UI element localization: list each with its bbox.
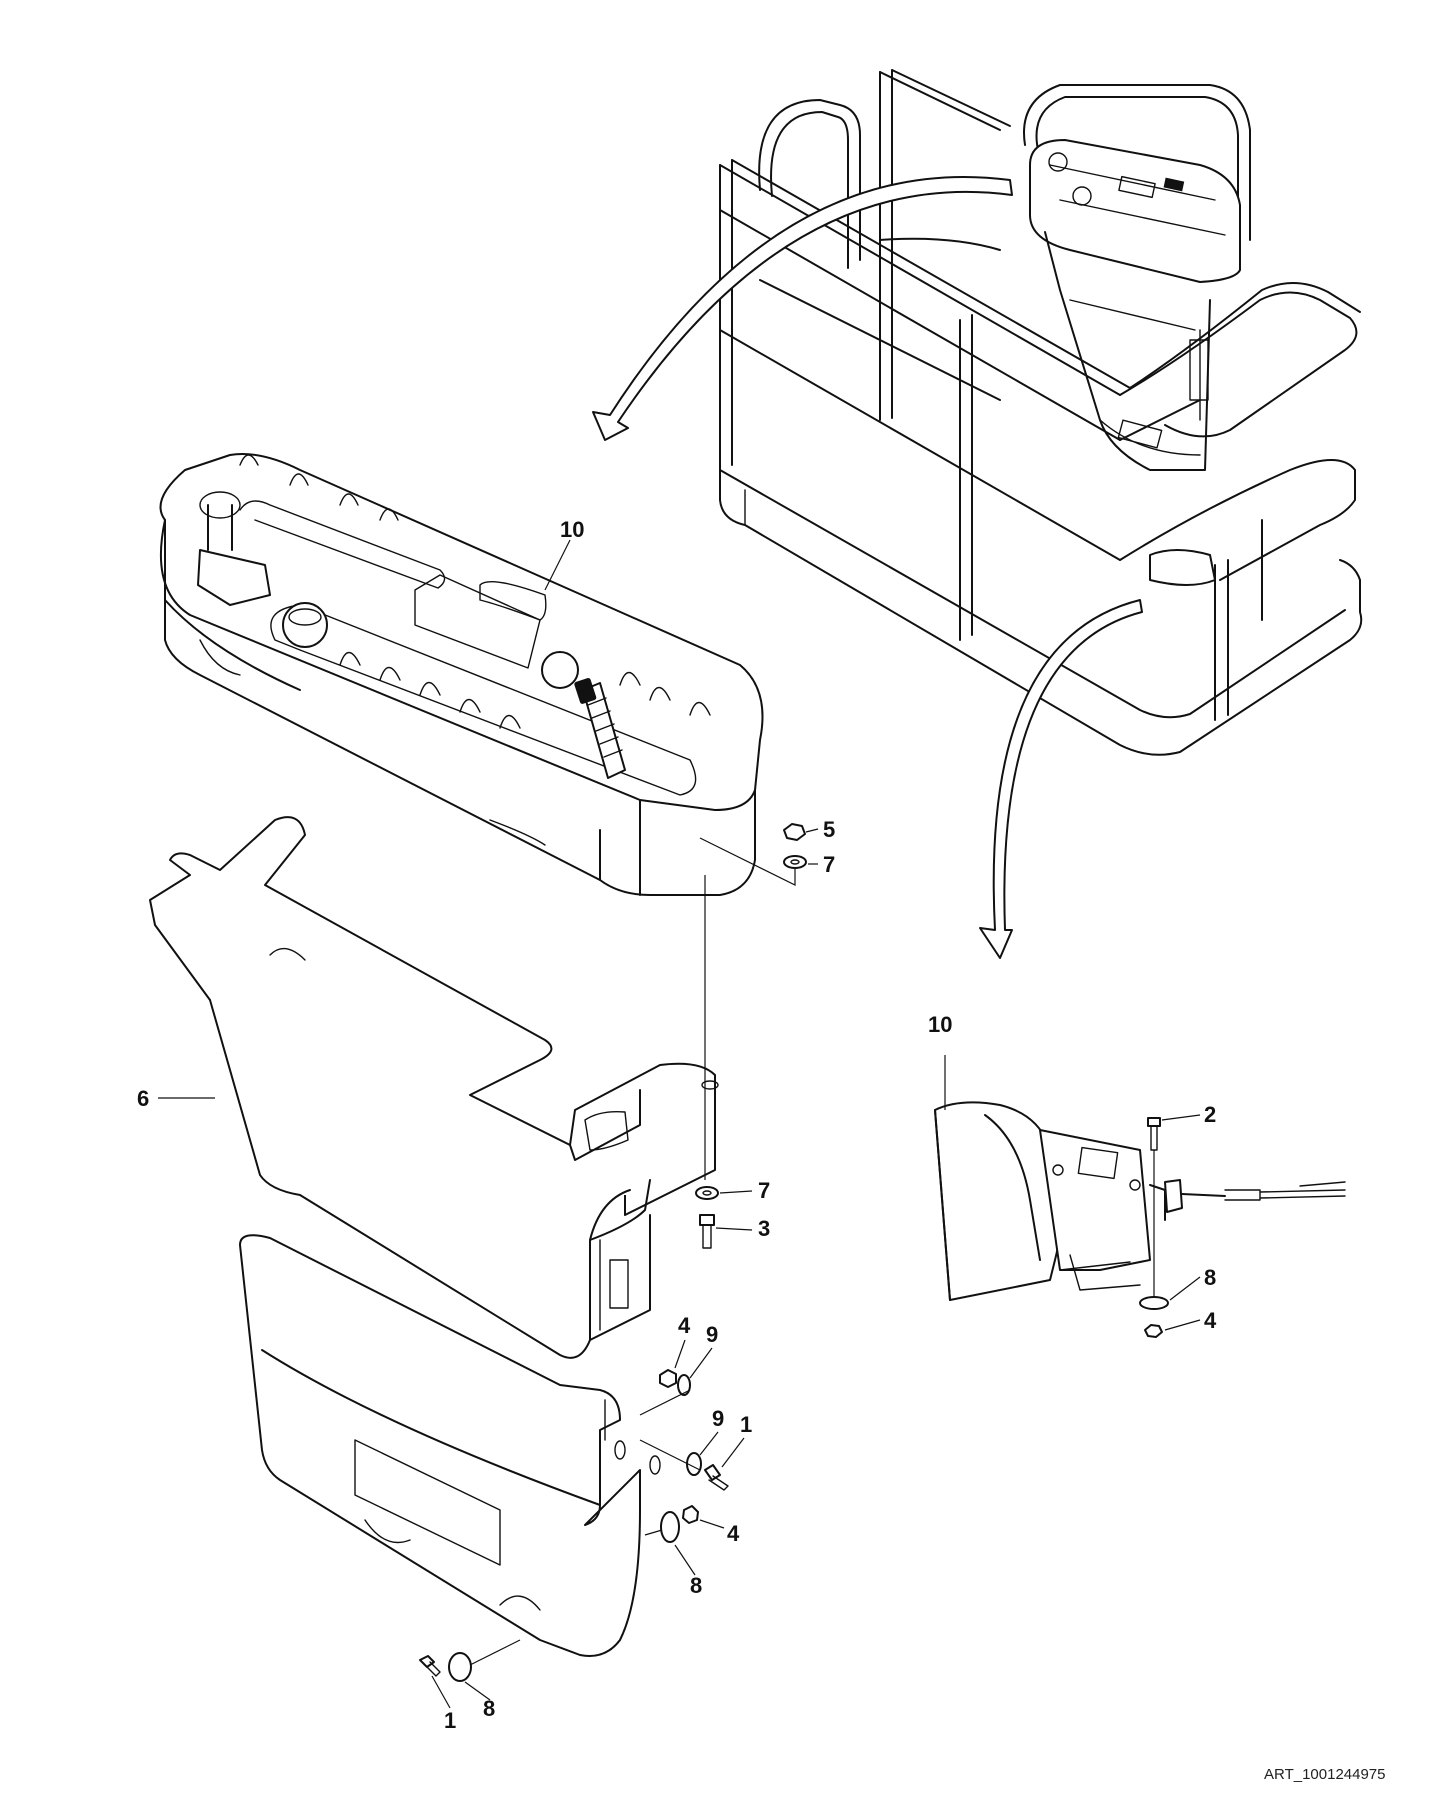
callout-1-a: 1: [740, 1412, 752, 1437]
hardware-items: [419, 823, 1169, 1682]
bolt-1-a: [704, 1464, 721, 1481]
washer-9-a: [677, 1374, 691, 1396]
callout-leaders: [158, 539, 1201, 1709]
console-side-view: [934, 1101, 1346, 1301]
motion-arrow-lower: [979, 599, 1143, 959]
bolt-1-b: [419, 1655, 435, 1668]
callout-6: 6: [137, 1086, 149, 1111]
washer-8-b: [448, 1652, 472, 1682]
washer-7-top: [783, 855, 807, 869]
nut-4-b: [682, 1505, 699, 1524]
nut-4-a: [659, 1369, 677, 1388]
callout-10-side: 10: [928, 1012, 952, 1037]
callout-4-side: 4: [1204, 1308, 1217, 1333]
nut-4-side: [1144, 1324, 1163, 1338]
callout-5: 5: [823, 817, 835, 842]
callout-9-a: 9: [706, 1322, 718, 1347]
art-id: ART_1001244975: [1264, 1766, 1386, 1783]
callout-labels: 10 5 7 6 7 3 4 9 9 1 4 8 1 8 10 2 8 4: [137, 517, 1217, 1733]
platform-basket: [719, 69, 1363, 756]
console-mount-bracket: [149, 816, 719, 1359]
callout-4-a: 4: [678, 1313, 691, 1338]
callout-7-mid: 7: [758, 1178, 770, 1203]
bolt-2: [1147, 1117, 1161, 1127]
platform-control-console: [159, 453, 764, 896]
callout-7-top: 7: [823, 852, 835, 877]
washer-8-a: [660, 1511, 680, 1543]
callout-4-b: 4: [727, 1521, 740, 1546]
lower-cover: [239, 1234, 661, 1657]
callout-8-b: 8: [483, 1696, 495, 1721]
washer-7-mid: [695, 1186, 719, 1200]
callout-9-b: 9: [712, 1406, 724, 1431]
callout-3: 3: [758, 1216, 770, 1241]
bolt-3: [699, 1214, 715, 1226]
motion-arrow-upper: [592, 176, 1013, 441]
nut-5: [783, 823, 806, 841]
callout-10-console: 10: [560, 517, 584, 542]
callout-8-a: 8: [690, 1573, 702, 1598]
washer-8-side: [1139, 1296, 1169, 1310]
callout-8-side: 8: [1204, 1265, 1216, 1290]
callout-2: 2: [1204, 1102, 1216, 1127]
callout-1-b: 1: [444, 1708, 456, 1733]
